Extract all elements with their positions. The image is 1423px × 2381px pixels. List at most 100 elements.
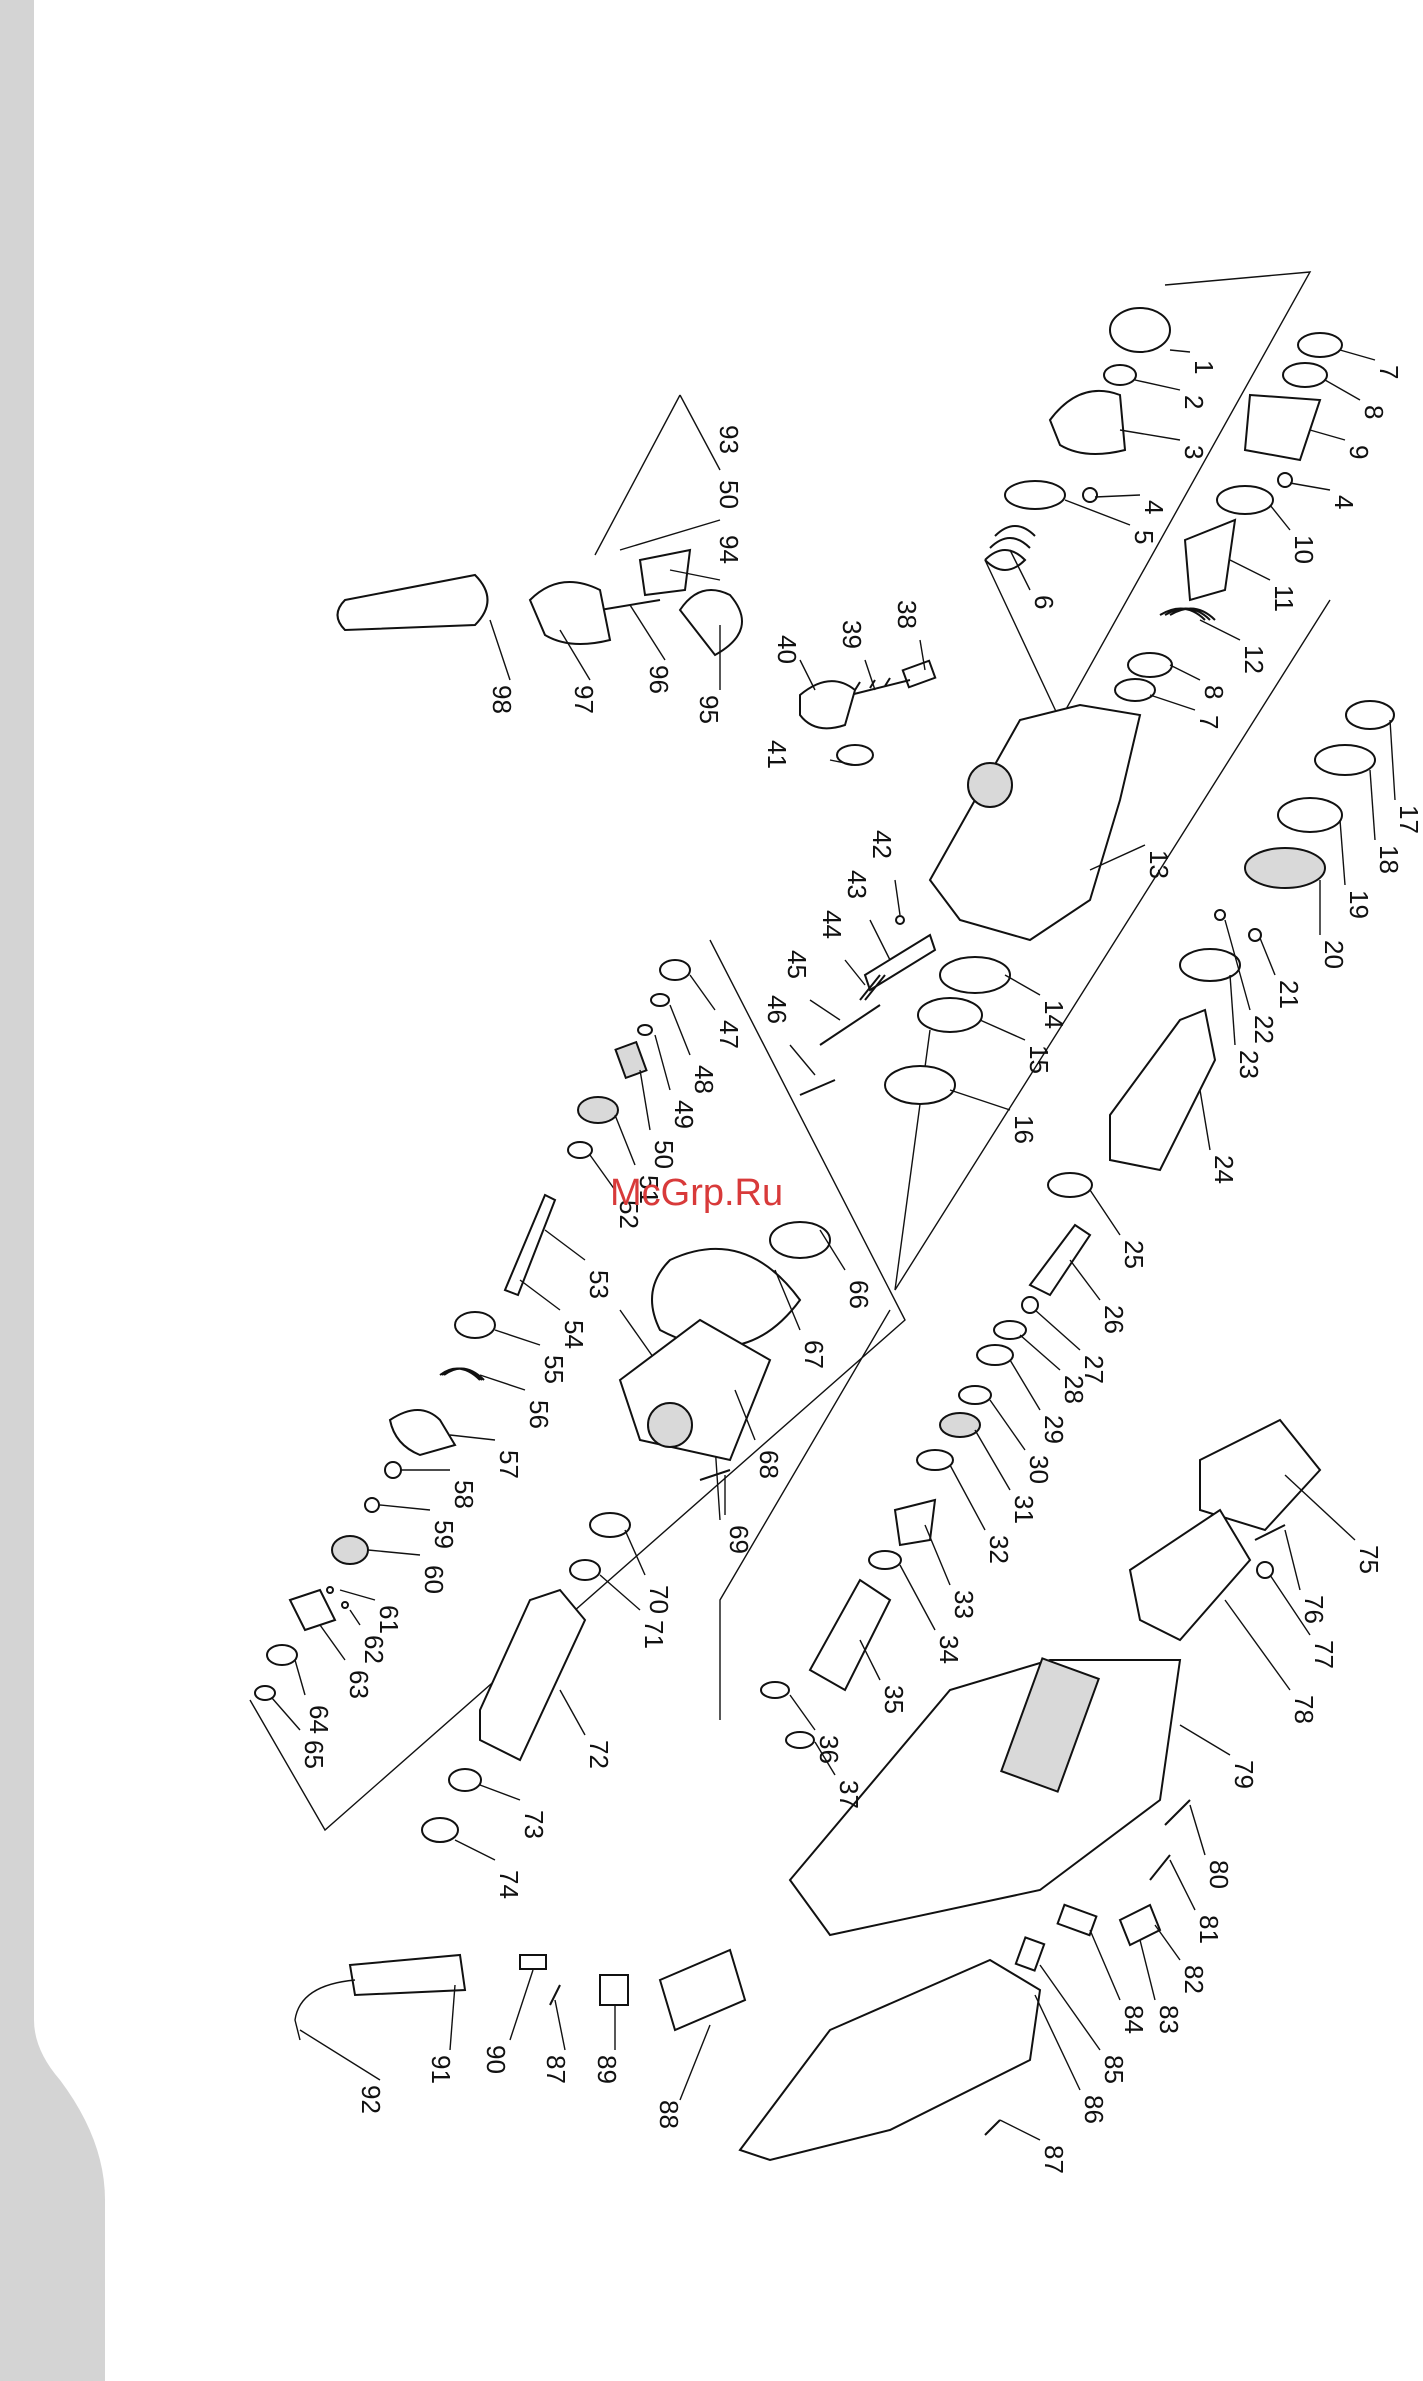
callout-39: 39 (837, 620, 867, 649)
callout-42: 42 (867, 830, 897, 859)
callout-75: 75 (1354, 1545, 1384, 1574)
callout-31: 31 (1009, 1495, 1039, 1524)
callout-40: 40 (772, 635, 802, 664)
callout-45: 45 (782, 950, 812, 979)
part-51-bearing (577, 1096, 619, 1124)
part-46-screw (799, 1079, 836, 1096)
frame-gear-train (249, 939, 906, 1832)
part-20-gear (1244, 847, 1326, 889)
callout-85: 85 (1099, 2055, 1129, 2084)
part-3-sleeve (1048, 389, 1127, 455)
part-48-washer (650, 993, 670, 1007)
callout-94: 94 (714, 535, 744, 564)
part-50-gear (614, 1040, 648, 1080)
callout-93: 93 (714, 425, 744, 454)
part-13-gear-housing (928, 703, 1142, 942)
callout-labels: 1 2 3 4 5 6 7 8 9 4 10 11 12 8 7 13 14 1… (299, 360, 1423, 2174)
frame-cylinder (719, 1309, 891, 1720)
callout-20: 20 (1319, 940, 1349, 969)
callout-88: 88 (654, 2100, 684, 2129)
part-23-ring (1179, 948, 1241, 982)
callout-59: 59 (429, 1520, 459, 1549)
part-63-plate (288, 1588, 337, 1632)
callout-61: 61 (374, 1605, 404, 1634)
part-11-bit-holder (1183, 518, 1237, 602)
part-8-oring-b (1127, 652, 1173, 678)
part-87-screw-b (549, 1984, 561, 2006)
part-39-spring (849, 677, 911, 696)
callout-87b: 87 (541, 2055, 571, 2084)
callout-57: 57 (494, 1450, 524, 1479)
callout-84: 84 (1119, 2005, 1149, 2034)
callout-34: 34 (934, 1635, 964, 1664)
callout-9: 9 (1344, 445, 1374, 459)
part-26-striker (1028, 1223, 1092, 1297)
part-82-terminal (1118, 1903, 1162, 1947)
part-81-brush-holder (1149, 1854, 1171, 1881)
frame-front-chuck (984, 271, 1312, 722)
callout-17: 17 (1394, 805, 1423, 834)
callout-35: 35 (879, 1685, 909, 1714)
part-62-pin (341, 1601, 349, 1609)
part-43-lever (863, 933, 937, 992)
part-60-gear (331, 1535, 369, 1565)
part-42-ball (895, 915, 905, 925)
callout-73: 73 (519, 1810, 549, 1839)
part-31-bearing (939, 1412, 981, 1438)
part-27-ring (1021, 1296, 1039, 1314)
callout-58: 58 (449, 1480, 479, 1509)
part-87-screw-a (984, 2119, 1001, 2136)
callout-48: 48 (689, 1065, 719, 1094)
parts (254, 307, 1395, 2162)
callout-7b: 7 (1194, 715, 1224, 729)
callout-50b: 50 (714, 480, 744, 509)
callout-76: 76 (1299, 1595, 1329, 1624)
part-65-ring (254, 1685, 276, 1701)
part-21-pin (1248, 928, 1262, 942)
callout-37: 37 (834, 1780, 864, 1809)
part-28-washer (993, 1320, 1027, 1340)
part-77-washer (1256, 1561, 1274, 1579)
part-22-pin (1214, 909, 1226, 921)
part-13-port (967, 762, 1013, 808)
callout-2: 2 (1179, 395, 1209, 409)
part-52-ring (567, 1141, 593, 1159)
callout-96: 96 (644, 665, 674, 694)
part-91-cord-sleeve (348, 1953, 467, 1997)
callout-46: 46 (762, 995, 792, 1024)
callout-8b: 8 (1199, 685, 1229, 699)
callout-71: 71 (639, 1620, 669, 1649)
part-71-bearing (569, 1559, 601, 1581)
callout-15: 15 (1024, 1045, 1054, 1074)
watermark-text: McGrp.Ru (610, 1172, 783, 1214)
part-45-rod (819, 1004, 881, 1046)
callout-74: 74 (494, 1870, 524, 1899)
callout-97: 97 (569, 685, 599, 714)
part-18-ring (1314, 744, 1376, 776)
callout-41: 41 (762, 740, 792, 769)
part-84-capacitor (1056, 1903, 1098, 1937)
callout-60: 60 (419, 1565, 449, 1594)
part-24-barrel (1109, 1008, 1217, 1172)
part-73-bearing (448, 1768, 482, 1792)
part-8-oring (1282, 362, 1328, 388)
part-40-selector (799, 680, 857, 730)
part-57-wobble (388, 1409, 457, 1457)
part-29-washer (976, 1344, 1014, 1366)
callout-8: 8 (1359, 405, 1389, 419)
part-66-bearing (769, 1221, 831, 1259)
part-2-ring (1103, 364, 1137, 386)
part-7-oring (1297, 332, 1343, 358)
part-55-gear (454, 1311, 496, 1339)
part-61-pin (326, 1586, 334, 1594)
part-92-cord (294, 1979, 356, 2041)
callout-30: 30 (1024, 1455, 1054, 1484)
part-7-oring-b (1114, 678, 1156, 702)
part-53-shaft (503, 1193, 557, 1297)
part-17-oring (1345, 700, 1395, 730)
callout-18: 18 (1374, 845, 1404, 874)
callout-87: 87 (1039, 2145, 1069, 2174)
part-97-clamp (528, 581, 612, 645)
part-38-brush (901, 659, 937, 689)
